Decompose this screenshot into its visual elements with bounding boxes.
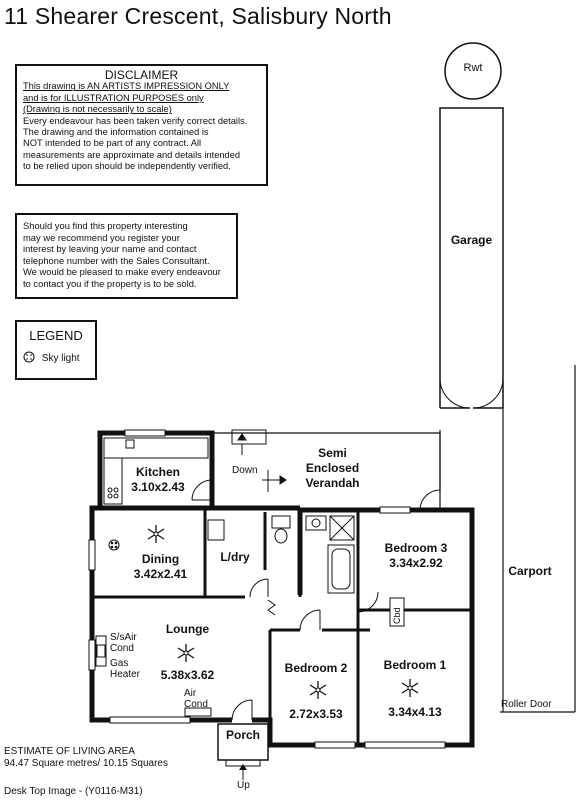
- bedroom1-label: Bedroom 1: [383, 658, 447, 672]
- interest-line: may we recommend you register your: [23, 231, 180, 243]
- disclaimer-line: NOT intended to be part of any contract.…: [23, 138, 202, 149]
- room-size: 3.10x2.43: [131, 480, 185, 494]
- stairs-down: [231, 429, 287, 492]
- ceiling-fan-dining: [147, 524, 165, 544]
- living-area-value: 94.47 Square metres/ 10.15 Squares: [4, 758, 168, 769]
- dividers: [267, 599, 276, 616]
- ss-air-cond-label: S/sAir Cond: [110, 632, 137, 654]
- cupboard: [389, 597, 405, 627]
- laundry-label: L/dry: [220, 550, 250, 564]
- verandah-line: Semi: [318, 446, 347, 460]
- stairs-down-label: Down: [232, 465, 258, 476]
- verandah-line: Verandah: [305, 476, 360, 490]
- interest-line: telephone number with the Sales Consulta…: [23, 254, 210, 266]
- lounge-label: Lounge: [165, 622, 210, 636]
- ceiling-fan-bedroom1: [401, 678, 419, 698]
- verandah-outline: [212, 432, 441, 511]
- interest-note-box: Should you find this property interestin…: [15, 213, 238, 299]
- disclaimer-line: This drawing is AN ARTISTS IMPRESSION ON…: [23, 81, 230, 92]
- room-name: Dining: [141, 552, 180, 566]
- disclaimer-line: and is for ILLUSTRATION PURPOSES only: [23, 92, 204, 103]
- disclaimer-heading: DISCLAIMER: [104, 68, 179, 82]
- up-label: Up: [237, 780, 250, 791]
- skylight-icon: [108, 539, 120, 551]
- lounge-size: 5.38x3.62: [160, 668, 215, 682]
- page-title: 11 Shearer Crescent, Salisbury North: [4, 3, 392, 29]
- roller-door-label: Roller Door: [501, 699, 552, 710]
- bedroom3-label: Bedroom 3 3.34x2.92: [370, 541, 462, 571]
- porch: [217, 723, 269, 780]
- image-reference: Desk Top Image - (Y0116-M31): [4, 786, 143, 797]
- ceiling-fan-lounge: [177, 643, 195, 663]
- disclaimer-line: Every endeavour has been taken verify co…: [23, 115, 248, 126]
- windows: [88, 429, 446, 749]
- room-size: 3.34x2.92: [389, 556, 443, 570]
- disclaimer-box: DISCLAIMER This drawing is AN ARTISTS IM…: [15, 64, 268, 186]
- room-size: 3.42x2.41: [133, 567, 188, 581]
- internal-walls: [92, 506, 472, 745]
- legend-box: LEGEND Sky light: [15, 320, 97, 380]
- garage-label: Garage: [450, 233, 493, 247]
- label-line: Gas: [110, 658, 129, 669]
- label-line: S/sAir: [110, 632, 137, 643]
- verandah-line: Enclosed: [305, 461, 360, 475]
- label-line: Cond: [184, 699, 208, 710]
- porch-label: Porch: [225, 728, 260, 742]
- air-cond-label: Air Cond: [184, 688, 208, 710]
- cupboard-label: Cbd: [392, 607, 402, 624]
- interest-line: Should you find this property interestin…: [23, 220, 188, 231]
- rainwater-tank: [444, 42, 502, 100]
- dining-label: Dining 3.42x2.41: [118, 552, 203, 582]
- verandah-label: Semi Enclosed Verandah: [295, 446, 370, 491]
- air-cond-units: [95, 635, 212, 717]
- interest-line: to contact you if the property is to be …: [23, 277, 197, 289]
- interest-line: We would be pleased to make every endeav…: [23, 266, 221, 278]
- label-line: Air: [184, 688, 197, 699]
- label-line: Heater: [110, 669, 141, 680]
- legend-item-label: Sky light: [41, 353, 80, 364]
- living-area-heading: ESTIMATE OF LIVING AREA: [4, 746, 135, 757]
- interest-line: interest by leaving your name and contac…: [23, 243, 197, 255]
- bedroom2-size: 2.72x3.53: [289, 707, 343, 721]
- bedroom1-size: 3.34x4.13: [388, 705, 442, 719]
- room-name: Bedroom 3: [384, 541, 448, 555]
- label-line: Cond: [110, 643, 134, 654]
- disclaimer-line: to be relied upon should be independentl…: [23, 161, 231, 172]
- rwt-label: Rwt: [463, 62, 483, 74]
- bedroom2-label: Bedroom 2: [284, 661, 348, 675]
- skylight-icon: [23, 351, 35, 363]
- gas-heater-label: Gas Heater: [110, 658, 140, 680]
- garage-outline: [439, 107, 504, 409]
- carport-outline: [439, 365, 576, 713]
- disclaimer-line: (Drawing is not necessarily to scale): [23, 104, 172, 115]
- bathroom-fittings: [207, 515, 355, 594]
- kitchen-label: Kitchen 3.10x2.43: [118, 465, 198, 495]
- kitchen-fittings: [103, 437, 209, 505]
- room-name: Kitchen: [135, 465, 180, 479]
- carport-label: Carport: [508, 564, 552, 578]
- legend-item: Sky light: [23, 351, 89, 364]
- ceiling-fan-bedroom2: [309, 680, 327, 700]
- door-swings: [191, 479, 379, 721]
- disclaimer-line: measurements are approximate and details…: [23, 149, 241, 160]
- disclaimer-line: The drawing and the information containe…: [23, 127, 209, 138]
- legend-heading: LEGEND: [29, 328, 83, 343]
